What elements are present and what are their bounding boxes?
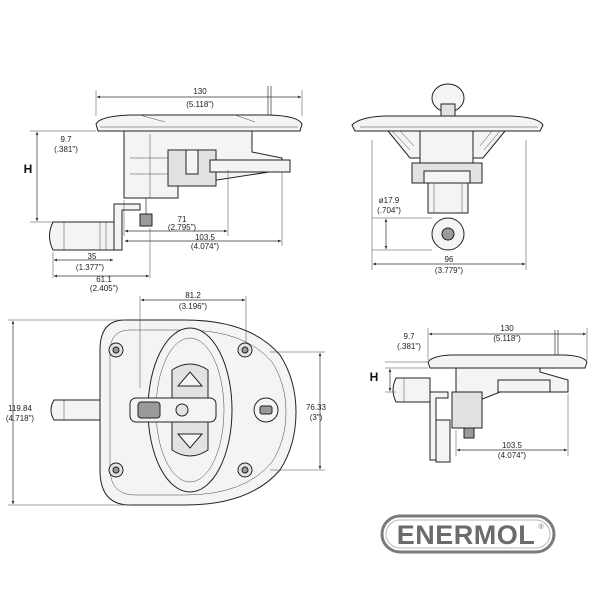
end-view-top-right: ø17.9 (.704") 96 (3.779") (351, 83, 544, 275)
bolt-icon (108, 342, 124, 358)
enermol-logo: ENERMOL ® (380, 514, 556, 554)
dim-119-84-in: (4.718") (6, 414, 35, 423)
dim-9-7-mm: 9.7 (60, 135, 72, 144)
dim-35-mm: 35 (88, 252, 97, 261)
dim-9-7-in: (.381") (54, 145, 78, 154)
dim-dia-17-9-in: (.704") (377, 206, 401, 215)
bolt-icon (237, 462, 253, 478)
dim-71-mm: 71 (178, 215, 187, 224)
dim-br-130-in: (5.118") (493, 334, 521, 343)
dim-br-9-7-in: (.381") (397, 342, 421, 351)
dim-br-130-mm: 130 (500, 324, 514, 333)
dim-103-5-mm: 103.5 (195, 233, 216, 242)
side-view-bottom-right: 130 (5.118") H 9.7 (.381") 103.5 (4.074"… (370, 324, 588, 463)
bolt-icon (237, 342, 253, 358)
dim-81-2-mm: 81.2 (185, 291, 201, 300)
dim-br-103-5-mm: 103.5 (502, 441, 523, 450)
dim-96-in: (3.779") (435, 266, 464, 275)
dim-71-in: (2.795") (168, 223, 197, 232)
dim-61-1-in: (2.405") (90, 284, 119, 293)
dim-76-33-mm: 76.33 (306, 403, 327, 412)
plan-view-bottom-left: 81.2 (3.196") 119.84 (4.718") 76.33 (3") (6, 291, 327, 506)
dim-130-in: (5.118") (186, 100, 214, 109)
dim-81-2-in: (3.196") (179, 302, 208, 311)
registered-mark: ® (538, 523, 544, 531)
dim-96-mm: 96 (445, 255, 454, 264)
dim-119-84-mm: 119.84 (8, 404, 32, 413)
dim-br-9-7-mm: 9.7 (403, 332, 415, 341)
dim-br-103-5-in: (4.074") (498, 451, 527, 460)
dim-130-mm: 130 (193, 87, 207, 96)
dim-35-in: (1.377") (76, 263, 105, 272)
dim-103-5-in: (4.074") (191, 242, 220, 251)
height-label: H (24, 162, 33, 176)
br-height-label: H (370, 370, 379, 384)
dim-76-33-in: (3") (310, 413, 323, 422)
side-view-top-left: 130 (5.118") H 9.7 (.381") 71 (2.795") 1… (24, 86, 303, 293)
brand-name: ENERMOL (397, 520, 536, 550)
dim-dia-17-9-mm: ø17.9 (379, 196, 400, 205)
bolt-icon (108, 462, 124, 478)
dim-61-1-mm: 61.1 (96, 275, 112, 284)
